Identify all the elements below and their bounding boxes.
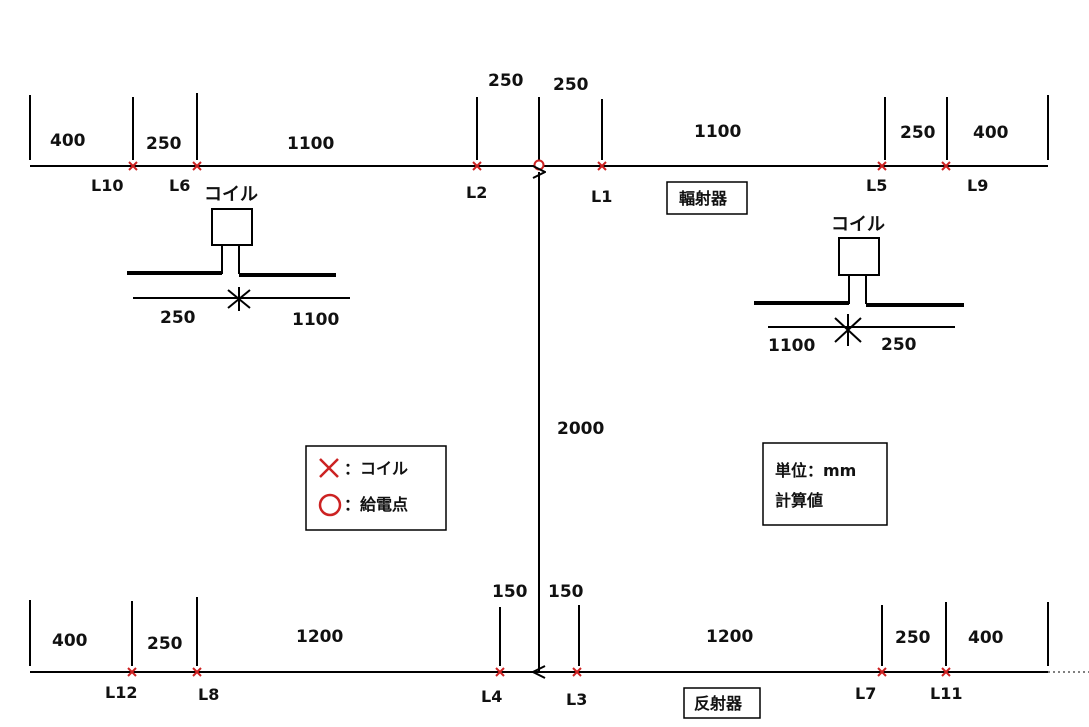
- reflector-dim-left-inner: 250: [147, 634, 183, 654]
- legend-feed-text: ：給電点: [344, 495, 408, 514]
- reflector-dim-center-left: 150: [492, 582, 528, 602]
- coil-marker-l3: [572, 667, 582, 677]
- radiator-dim-left-inner: 250: [146, 134, 182, 154]
- coil-label-l2: L2: [466, 183, 487, 202]
- reflector-element: 400 250 1200 150 150 1200 250 400 L12 L8…: [29, 582, 1089, 719]
- reflector-dim-right-inner: 250: [895, 628, 931, 648]
- reflector-name-box: [683, 687, 761, 719]
- coil-detail-left-value-right: 1100: [292, 310, 339, 330]
- coil-label-l8: L8: [198, 685, 219, 704]
- coil-detail-right-value-right: 250: [881, 335, 917, 355]
- radiator-dim-center-right: 250: [553, 75, 589, 95]
- legend-coil-text: ：コイル: [344, 459, 408, 478]
- coil-detail-left: コイル 250 1100: [127, 184, 350, 330]
- reflector-dim-right-outer: 400: [968, 628, 1004, 648]
- reflector-dim-center-right: 150: [548, 582, 584, 602]
- coil-marker-l1: [597, 161, 607, 171]
- coil-detail-left-asterisk: [227, 287, 251, 311]
- coil-label-l12: L12: [105, 683, 137, 702]
- reflector-dim-left-outer: 400: [52, 631, 88, 651]
- coil-label-l6: L6: [169, 176, 190, 195]
- coil-marker-l6: [192, 161, 202, 171]
- x-mark-icon: [319, 458, 339, 478]
- coil-label-l1: L1: [591, 187, 612, 206]
- coil-detail-left-title: コイル: [204, 184, 258, 205]
- coil-marker-l4: [495, 667, 505, 677]
- radiator-dim-left-outer: 400: [50, 131, 86, 151]
- legend: ：コイル ：給電点: [305, 445, 447, 531]
- units-note: 単位：mm 計算値: [762, 442, 888, 526]
- coil-marker-l12: [127, 667, 137, 677]
- coil-label-l3: L3: [566, 690, 587, 709]
- note-text: 計算値: [775, 491, 823, 510]
- coil-marker-l2: [472, 161, 482, 171]
- radiator-dim-center-left: 250: [488, 71, 524, 91]
- spacing-dimension: 2000: [539, 172, 604, 672]
- coil-detail-right-asterisk: [834, 314, 862, 346]
- coil-detail-right: コイル 1100 250: [754, 214, 964, 356]
- coil-marker-l5: [877, 161, 887, 171]
- coil-detail-right-value-left: 1100: [768, 336, 815, 356]
- radiator-dim-right-main: 1100: [694, 122, 741, 142]
- reflector-dim-left-main: 1200: [296, 627, 343, 647]
- coil-label-l10: L10: [91, 176, 123, 195]
- coil-detail-left-value-left: 250: [160, 308, 196, 328]
- coil-marker-l8: [192, 667, 202, 677]
- units-box: [762, 442, 888, 526]
- coil-label-l11: L11: [930, 684, 962, 703]
- coil-detail-right-box: [838, 237, 880, 276]
- reflector-name: 反射器: [694, 694, 743, 713]
- coil-marker-l10: [128, 161, 138, 171]
- radiator-name-box: [666, 181, 748, 215]
- radiator-name: 輻射器: [679, 189, 728, 208]
- feed-point-marker: [533, 159, 545, 171]
- spacing-value: 2000: [557, 419, 604, 439]
- radiator-dim-left-main: 1100: [287, 134, 334, 154]
- coil-label-l7: L7: [855, 684, 876, 703]
- coil-marker-l9: [941, 161, 951, 171]
- unit-text: 単位：mm: [775, 461, 856, 480]
- coil-detail-right-title: コイル: [831, 214, 885, 235]
- coil-label-l5: L5: [866, 176, 887, 195]
- radiator-element: 400 250 1100 250 250 1100 250 400 L10 L6…: [29, 71, 1049, 215]
- coil-marker-l11: [941, 667, 951, 677]
- coil-label-l9: L9: [967, 176, 988, 195]
- coil-marker-l7: [877, 667, 887, 677]
- coil-detail-left-box: [211, 208, 253, 246]
- radiator-dim-right-inner: 250: [900, 123, 936, 143]
- radiator-dim-right-outer: 400: [973, 123, 1009, 143]
- coil-label-l4: L4: [481, 687, 502, 706]
- circle-icon: [318, 493, 342, 517]
- reflector-dim-right-main: 1200: [706, 627, 753, 647]
